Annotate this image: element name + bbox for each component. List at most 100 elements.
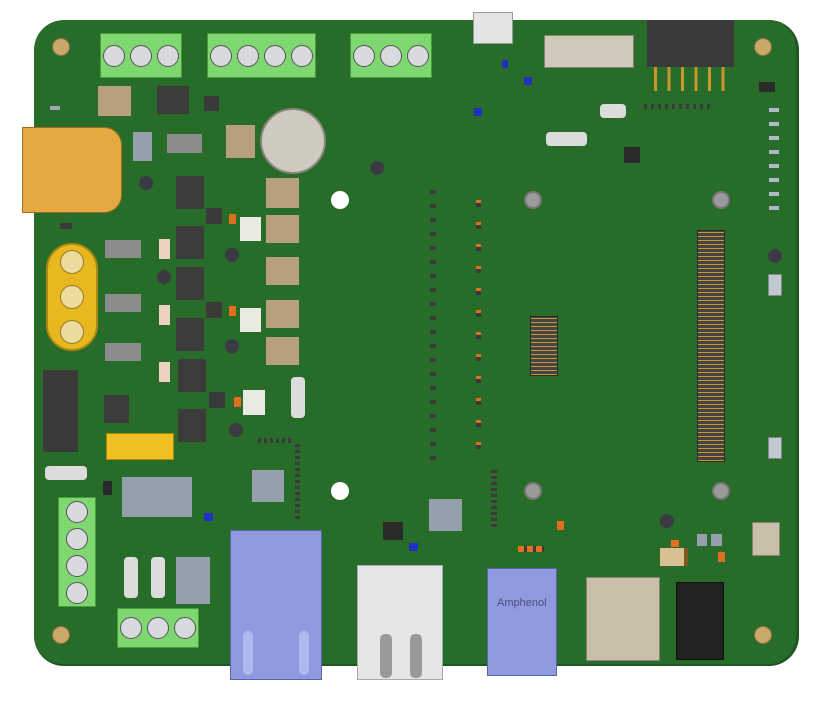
trimmer [225,248,239,262]
screw-icon [210,44,233,67]
standoff [712,191,730,209]
mounting-pad [754,626,772,644]
smd-led-blue [474,108,482,116]
dc-connector [22,127,122,213]
pushbutton [768,437,782,459]
screw-icon [263,44,286,67]
gray-component [105,294,141,312]
small-connector [752,522,780,556]
smd-cluster [644,104,712,109]
terminal-block-4-vertical [58,497,96,607]
terminal-block-3 [117,608,199,648]
screw-icon [237,44,260,67]
pushbutton [768,274,782,296]
ic-package [176,176,204,209]
pink-component [159,305,170,325]
smd-cluster [295,444,300,519]
coin-cell-battery [260,108,326,174]
smd-part [50,106,60,110]
gray-component [697,534,707,546]
smd-cluster [491,470,497,530]
led-strip [769,108,779,218]
gray-component [252,470,284,502]
trimmer [768,249,782,263]
led-window [299,631,309,675]
pin-header-pins [654,67,726,91]
ic-package [178,409,206,442]
screw-icon [66,527,88,550]
screw-icon [66,581,88,604]
ic-package [104,395,129,423]
barrel-jack [676,582,724,660]
pin-header-3-vertical [124,557,138,598]
inductor [266,337,299,365]
screw-icon [379,44,402,67]
terminal-block-4 [207,33,316,78]
inductor [226,125,255,158]
terminal-block-3 [100,33,182,78]
standoff [524,482,542,500]
standoff [524,191,542,209]
smd-cluster [476,200,481,460]
led-window [243,631,253,675]
led-window [410,634,422,678]
screw-icon [156,44,179,67]
screw-icon [146,617,169,639]
small-ic [624,147,640,163]
smd-capacitor [229,306,236,316]
usb-a-connector: Amphenol [487,568,557,676]
smd-cluster [430,190,436,470]
smd-capacitor [557,521,564,530]
pin-header-3-vertical [151,557,165,598]
screw-icon [290,44,313,67]
gray-component [122,477,192,517]
white-capacitor [243,390,265,415]
screw-icon [60,319,84,344]
smd-capacitor [234,397,241,407]
smd-part [60,223,72,229]
gray-component [711,534,722,546]
white-capacitor [240,308,261,332]
usb-brand-label: Amphenol [497,597,547,609]
inductor [266,178,299,208]
led-window [380,634,392,678]
inductor [266,300,299,328]
pink-component [159,362,170,382]
screw-icon [60,250,84,275]
ic-package [176,267,204,300]
trimmer [660,514,674,528]
rj45-jack-white [357,565,443,680]
tantalum-capacitor [660,548,688,566]
screw-icon [173,617,196,639]
white-capacitor [240,217,261,241]
gray-component [176,557,210,604]
smd-capacitor [671,540,679,547]
screw-icon [353,44,376,67]
board-to-board-connector-small [530,316,558,376]
smd-cluster [518,546,544,552]
trimmer [225,339,239,353]
gray-component [167,134,202,153]
smd-part [103,481,112,495]
trimmer [229,423,243,437]
board-hole [331,191,349,209]
pin-header [647,20,734,67]
smd-led-blue [502,60,508,68]
yellow-pin-header [106,433,174,460]
small-ic [204,96,219,111]
screw-icon [103,44,126,67]
ic-package [178,359,206,392]
pink-component [159,239,170,259]
gray-component [133,132,152,161]
jst-connector [43,370,78,452]
inductor [98,86,131,116]
smd-cluster [258,438,294,443]
trimmer [370,161,384,175]
gold-screw-terminal [46,243,98,351]
screw-icon [66,500,88,523]
smd-capacitor [718,552,725,562]
ic-package [176,226,204,259]
gray-component [105,240,141,258]
mounting-pad [52,626,70,644]
